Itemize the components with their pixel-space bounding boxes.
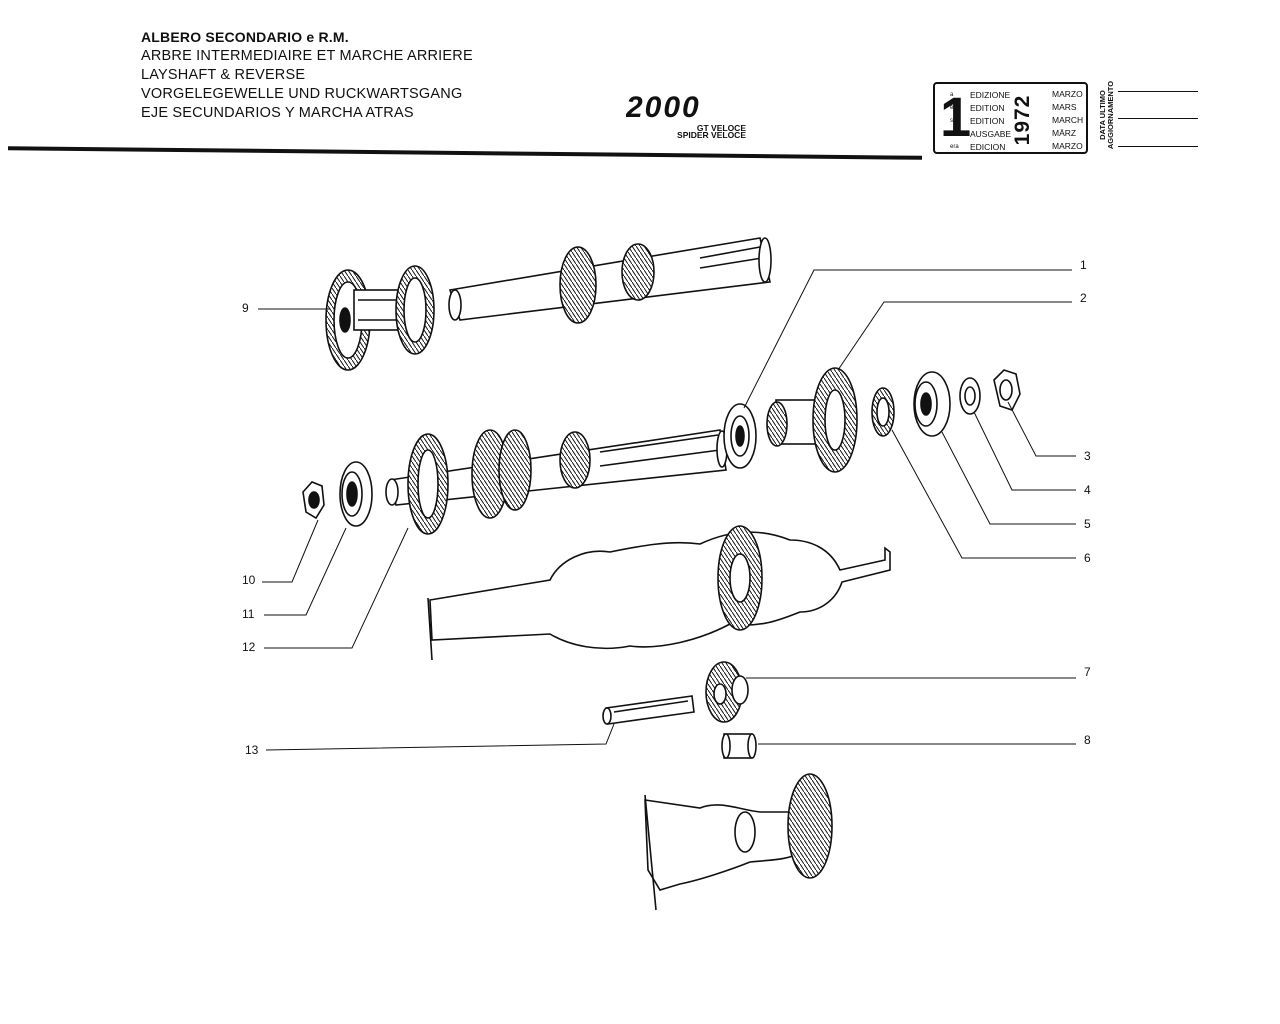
- callout-11: 11: [242, 607, 255, 621]
- part-10-nut: [302, 481, 325, 520]
- callout-7: 7: [1084, 665, 1091, 679]
- callout-5: 5: [1084, 517, 1091, 531]
- part-1-bearing: [723, 403, 757, 469]
- edition-months: MARZO MARS MARCH MÄRZ MARZO: [1052, 89, 1084, 151]
- update-line: [1118, 146, 1198, 147]
- callout-8: 8: [1084, 733, 1091, 747]
- model-logo-graphic: 2000: [626, 93, 701, 121]
- part-9-double-gear: [325, 265, 435, 371]
- part-2-gear: [766, 367, 858, 473]
- callout-13: 13: [245, 743, 259, 757]
- part-4-washer: [959, 377, 981, 415]
- callout-4: 4: [1084, 483, 1091, 497]
- callout-12: 12: [242, 640, 256, 654]
- housing-section-middle: [427, 525, 891, 661]
- part-6-needle-cage: [871, 387, 895, 437]
- title-german: VORGELEGEWELLE UND RUCKWARTSGANG: [141, 86, 463, 102]
- update-line: [1118, 118, 1198, 119]
- title-block: ALBERO SECONDARIO e R.M. ARBRE INTERMEDI…: [141, 28, 473, 123]
- logo-variant-spider: SPIDER VELOCE: [677, 130, 746, 140]
- model-logo: 2000 GT VELOCE SPIDER VELOCE: [626, 93, 750, 139]
- part-13-shaft-pin: [602, 695, 695, 725]
- update-line: [1118, 91, 1198, 92]
- title-english: LAYSHAFT & REVERSE: [141, 67, 306, 83]
- callout-2: 2: [1080, 291, 1087, 305]
- callout-9: 9: [242, 301, 249, 315]
- callout-10: 10: [242, 573, 256, 587]
- leader-lines: [258, 269, 1076, 751]
- part-5-bearing: [913, 371, 951, 437]
- callout-6: 6: [1084, 551, 1091, 565]
- edition-row: .AUSGABE: [950, 128, 1012, 139]
- upper-layshaft: [448, 237, 772, 324]
- part-12-layshaft: [385, 429, 728, 535]
- title-italian: ALBERO SECONDARIO e R.M.: [141, 29, 349, 45]
- callout-3: 3: [1084, 449, 1091, 463]
- title-spanish: EJE SECUNDARIOS Y MARCHA ATRAS: [141, 105, 414, 121]
- callout-1: 1: [1080, 258, 1087, 272]
- logo-variant-gt: GT VELOCE: [696, 123, 746, 133]
- part-3-nut: [993, 369, 1021, 411]
- title-french: ARBRE INTERMEDIAIRE ET MARCHE ARRIERE: [141, 48, 473, 64]
- part-7-reverse-gear: [705, 661, 749, 723]
- part-11-bearing: [339, 461, 373, 527]
- svg-text:2000: 2000: [626, 93, 701, 121]
- housing-section-bottom: [644, 773, 833, 911]
- edition-number: 1: [940, 85, 972, 148]
- part-8-bushing: [721, 733, 757, 759]
